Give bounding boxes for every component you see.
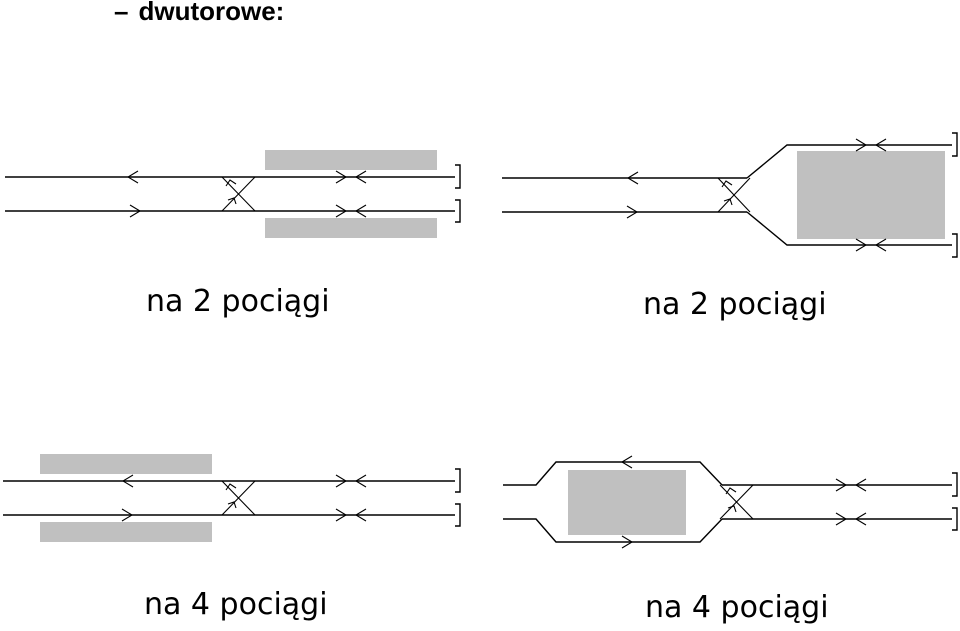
buffer-stop-upper	[455, 164, 461, 189]
heading-dash: –	[114, 0, 129, 26]
arrow-diagonal	[227, 197, 237, 205]
buffer-stop-lower	[455, 503, 461, 527]
platform-top	[40, 454, 212, 474]
diagram-caption: na 2 pociągi	[146, 284, 330, 319]
buffer-stop-upper	[952, 132, 958, 157]
section-heading: –dwutorowe:	[114, 0, 284, 27]
arrow-diagonal	[225, 483, 237, 491]
platform-island	[797, 151, 945, 239]
crossover-b	[221, 480, 256, 516]
arrow-diagonal	[721, 180, 733, 188]
buffer-stop-lower	[952, 233, 958, 258]
buffer-stop-lower	[952, 507, 958, 531]
heading-text: dwutorowe:	[138, 0, 285, 26]
buffer-stop-upper	[952, 472, 958, 497]
diagram-3: na 4 pociągi	[3, 454, 461, 622]
arrow-diagonal	[227, 501, 237, 509]
diagram-caption: na 4 pociągi	[645, 590, 829, 625]
platform-island	[568, 470, 686, 535]
track-loop-upper	[503, 461, 723, 486]
crossover-b	[221, 176, 256, 212]
diagram-caption: na 2 pociągi	[643, 287, 827, 322]
arrow-diagonal	[725, 487, 737, 495]
diagram-2: na 2 pociągi	[502, 132, 958, 322]
crossover-b	[719, 484, 754, 520]
buffer-stop-upper	[455, 468, 461, 493]
diagram-1: na 2 pociągi	[5, 150, 461, 319]
platform-bottom	[265, 218, 437, 238]
arrow-diagonal	[225, 179, 237, 187]
diagram-4: na 4 pociągi	[503, 455, 958, 625]
platform-top	[265, 150, 437, 170]
platform-bottom	[40, 522, 212, 542]
diagram-caption: na 4 pociągi	[144, 587, 328, 622]
track-branch-upper	[746, 144, 952, 179]
track-branch-lower	[746, 211, 952, 246]
crossover-b	[717, 177, 751, 213]
buffer-stop-lower	[455, 199, 461, 223]
arrow-diagonal	[723, 198, 733, 206]
track-loop-lower	[503, 518, 723, 543]
arrow-diagonal	[727, 505, 737, 513]
